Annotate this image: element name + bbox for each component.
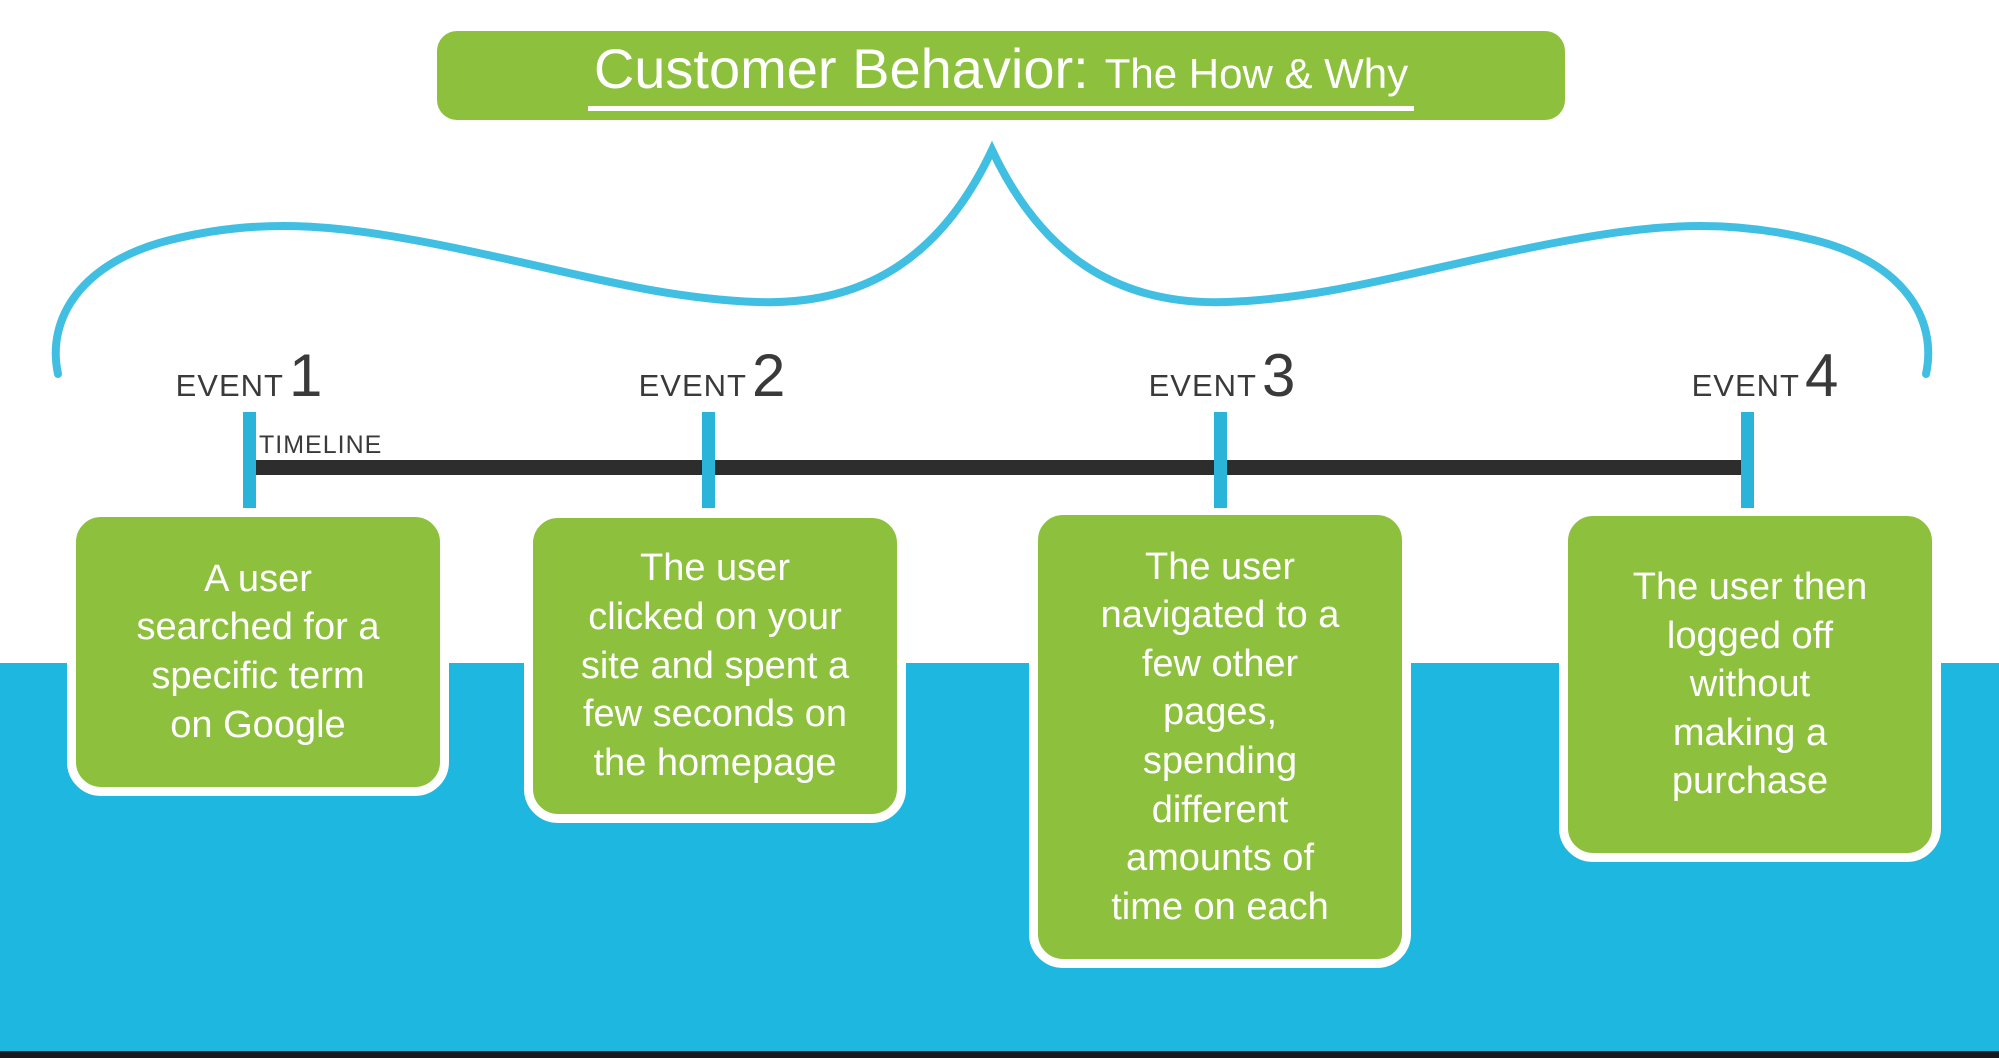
event-4-card: The user then logged off without making …: [1559, 507, 1941, 862]
event-1-tick: [243, 412, 256, 508]
event-label-number: 1: [288, 342, 323, 409]
page-title: Customer Behavior:: [593, 36, 1089, 100]
event-2-tick: [702, 412, 715, 508]
event-2-label: EVENT 2: [639, 346, 786, 406]
event-card-text: A user searched for a specific term on G…: [136, 557, 380, 746]
event-3-label: EVENT 3: [1149, 346, 1296, 406]
event-1-card: A user searched for a specific term on G…: [67, 508, 449, 796]
event-card-text: The user navigated to a few other pages,…: [1100, 545, 1340, 928]
event-label-number: 3: [1261, 342, 1296, 409]
event-label-word: EVENT: [1691, 368, 1800, 403]
title-banner: Customer Behavior: The How & Why: [437, 31, 1565, 120]
event-label-word: EVENT: [1148, 368, 1257, 403]
timeline-bar: [250, 460, 1747, 475]
event-3-card: The user navigated to a few other pages,…: [1029, 506, 1411, 968]
event-card-text: The user then logged off without making …: [1632, 565, 1868, 803]
event-3-tick: [1214, 412, 1227, 508]
event-label-number: 2: [751, 342, 786, 409]
event-4-label: EVENT 4: [1692, 346, 1839, 406]
event-label-number: 4: [1804, 342, 1839, 409]
event-card-text: The user clicked on your site and spent …: [580, 547, 850, 784]
page-subtitle: The How & Why: [1104, 49, 1409, 97]
timeline-label: TIMELINE: [259, 431, 383, 459]
event-label-word: EVENT: [638, 368, 747, 403]
event-label-word: EVENT: [175, 368, 284, 403]
event-4-tick: [1741, 412, 1754, 508]
title-underline-group: Customer Behavior: The How & Why: [587, 36, 1415, 111]
event-1-label: EVENT 1: [176, 346, 323, 406]
event-2-card: The user clicked on your site and spent …: [524, 509, 906, 823]
bottom-bar: [0, 1051, 1999, 1058]
